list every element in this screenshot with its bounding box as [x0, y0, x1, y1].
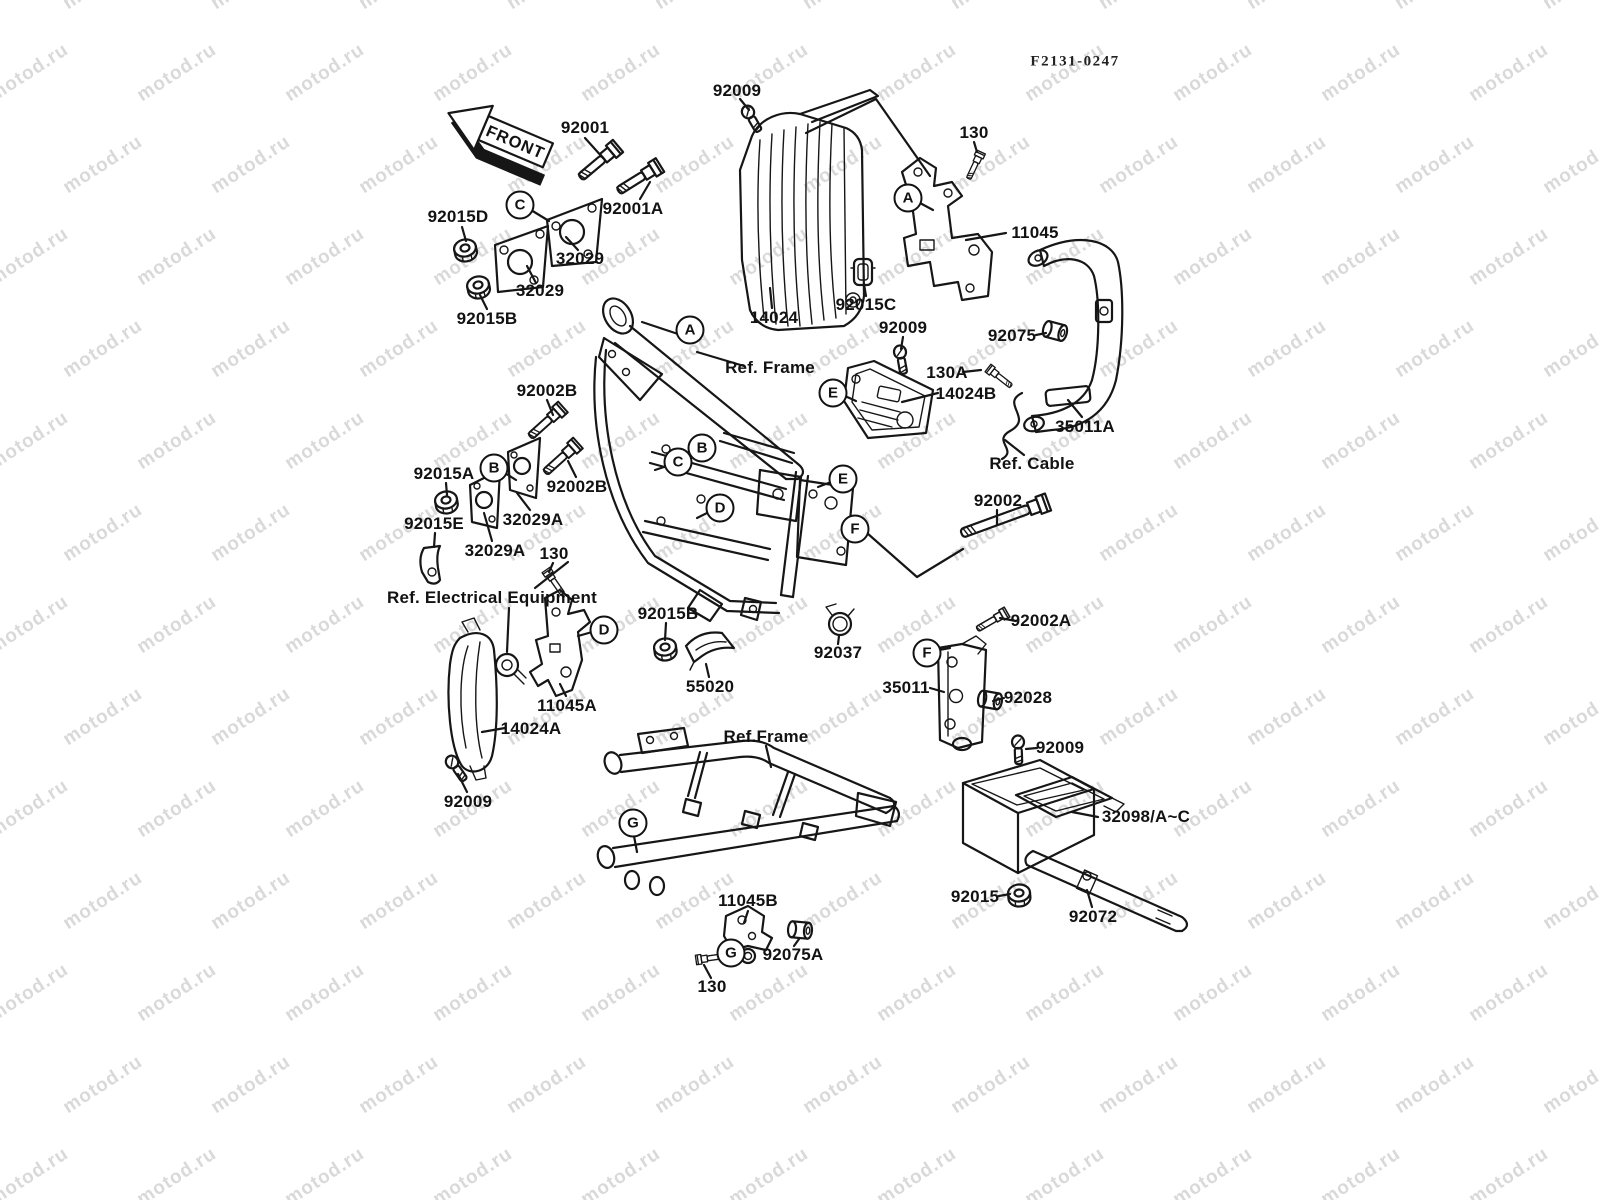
- part-label: 92009: [712, 81, 762, 100]
- bracket-35011: [936, 635, 988, 752]
- part-label: 92072: [1068, 907, 1118, 926]
- side-cover-14024A: [447, 617, 498, 781]
- part-label: 14024B: [935, 384, 997, 403]
- part-label: 92002: [973, 491, 1023, 510]
- cable-ref: [1000, 391, 1024, 461]
- part-label: 32098/A~C: [1101, 807, 1191, 826]
- band-92072: [1024, 849, 1189, 933]
- part-label: 32029: [515, 281, 565, 300]
- part-label: Ref.Frame: [723, 727, 809, 746]
- part-label: 130: [539, 544, 569, 563]
- part-label: 92015B: [637, 604, 699, 623]
- marker-B: B: [479, 453, 509, 483]
- part-label: 92015: [950, 887, 1000, 906]
- collar-92075: [1040, 319, 1070, 343]
- part-label: Ref. Frame: [725, 358, 815, 377]
- marker-C: C: [663, 447, 693, 477]
- bolt-92001: [574, 138, 625, 185]
- side-cover-14024B: [842, 359, 935, 440]
- marker-E: E: [818, 378, 848, 408]
- marker-D: D: [705, 493, 735, 523]
- part-label: 32029: [555, 249, 605, 268]
- leader-lines: [432, 97, 1100, 980]
- part-label: 130: [697, 977, 727, 996]
- main-frame: [593, 297, 855, 623]
- marker-G: G: [716, 938, 746, 968]
- front-arrow: FRONT: [447, 104, 555, 186]
- marker-F: F: [840, 514, 870, 544]
- part-label: 92075: [987, 326, 1037, 345]
- part-label: 92037: [813, 643, 863, 662]
- marker-D: D: [589, 615, 619, 645]
- nut-92015B-top: [464, 273, 493, 302]
- part-label: 11045B: [718, 891, 778, 910]
- part-label: 92015C: [835, 295, 897, 314]
- part-label: 92001: [560, 118, 610, 137]
- part-label: 92015D: [427, 207, 489, 226]
- part-label: 92009: [1035, 738, 1085, 757]
- part-label: 92015A: [413, 464, 475, 483]
- figure-code: F2131-0247: [1030, 53, 1120, 70]
- part-label: 92009: [443, 792, 493, 811]
- part-label: 11045: [1011, 223, 1059, 242]
- part-label: 35011A: [1055, 417, 1115, 436]
- part-label: 14024A: [500, 719, 562, 738]
- part-label: 35011: [882, 678, 930, 697]
- stay-35011A: [1023, 239, 1124, 434]
- nut-92015: [1006, 882, 1033, 909]
- bolt-92002A: [973, 606, 1011, 635]
- part-label: 130A: [926, 363, 968, 382]
- bolt-92002B-1: [524, 400, 569, 443]
- rear-subframe: [596, 726, 901, 897]
- bolt-130-top: [963, 149, 987, 182]
- part-label: Ref. Electrical Equipment: [387, 588, 597, 607]
- part-label: 92001A: [602, 199, 664, 218]
- part-label: 11045A: [537, 696, 597, 715]
- part-label: 55020: [685, 677, 735, 696]
- marker-E: E: [828, 464, 858, 494]
- part-label: 92002B: [546, 477, 608, 496]
- marker-G: G: [618, 808, 648, 838]
- part-label: 92015E: [404, 514, 464, 533]
- part-label: 92009: [878, 318, 928, 337]
- marker-A: A: [893, 183, 923, 213]
- part-label: 92002B: [516, 381, 578, 400]
- part-label: Ref. Cable: [989, 454, 1075, 473]
- clamp-92037: [825, 603, 855, 637]
- part-label: 92002A: [1010, 611, 1072, 630]
- bracket-11045: [900, 156, 994, 302]
- screw-92009-top: [738, 102, 766, 136]
- battery-case-32098: [961, 758, 1125, 875]
- marker-A: A: [675, 315, 705, 345]
- grommet-92015C: [850, 257, 876, 287]
- part-label: 92028: [1003, 688, 1053, 707]
- bracket-55020: [684, 631, 736, 671]
- part-label: 92075A: [762, 945, 824, 964]
- marker-F: F: [912, 638, 942, 668]
- strap-92015E: [419, 544, 442, 585]
- electrical-grommet: [494, 652, 527, 685]
- bolt-92002B-2: [539, 436, 584, 479]
- regulator-cover-14024: [738, 88, 880, 332]
- bracket-11045A: [528, 588, 592, 698]
- part-label: 14024: [749, 308, 799, 327]
- collar-92075A: [786, 919, 814, 941]
- marker-C: C: [505, 190, 535, 220]
- part-label: 92015B: [456, 309, 518, 328]
- marker-B: B: [687, 433, 717, 463]
- screw-92009-right: [1010, 734, 1026, 766]
- part-label: 32029A: [464, 541, 526, 560]
- bolt-92001A: [613, 157, 666, 199]
- part-label: 130: [959, 123, 989, 142]
- part-label: 32029A: [502, 510, 564, 529]
